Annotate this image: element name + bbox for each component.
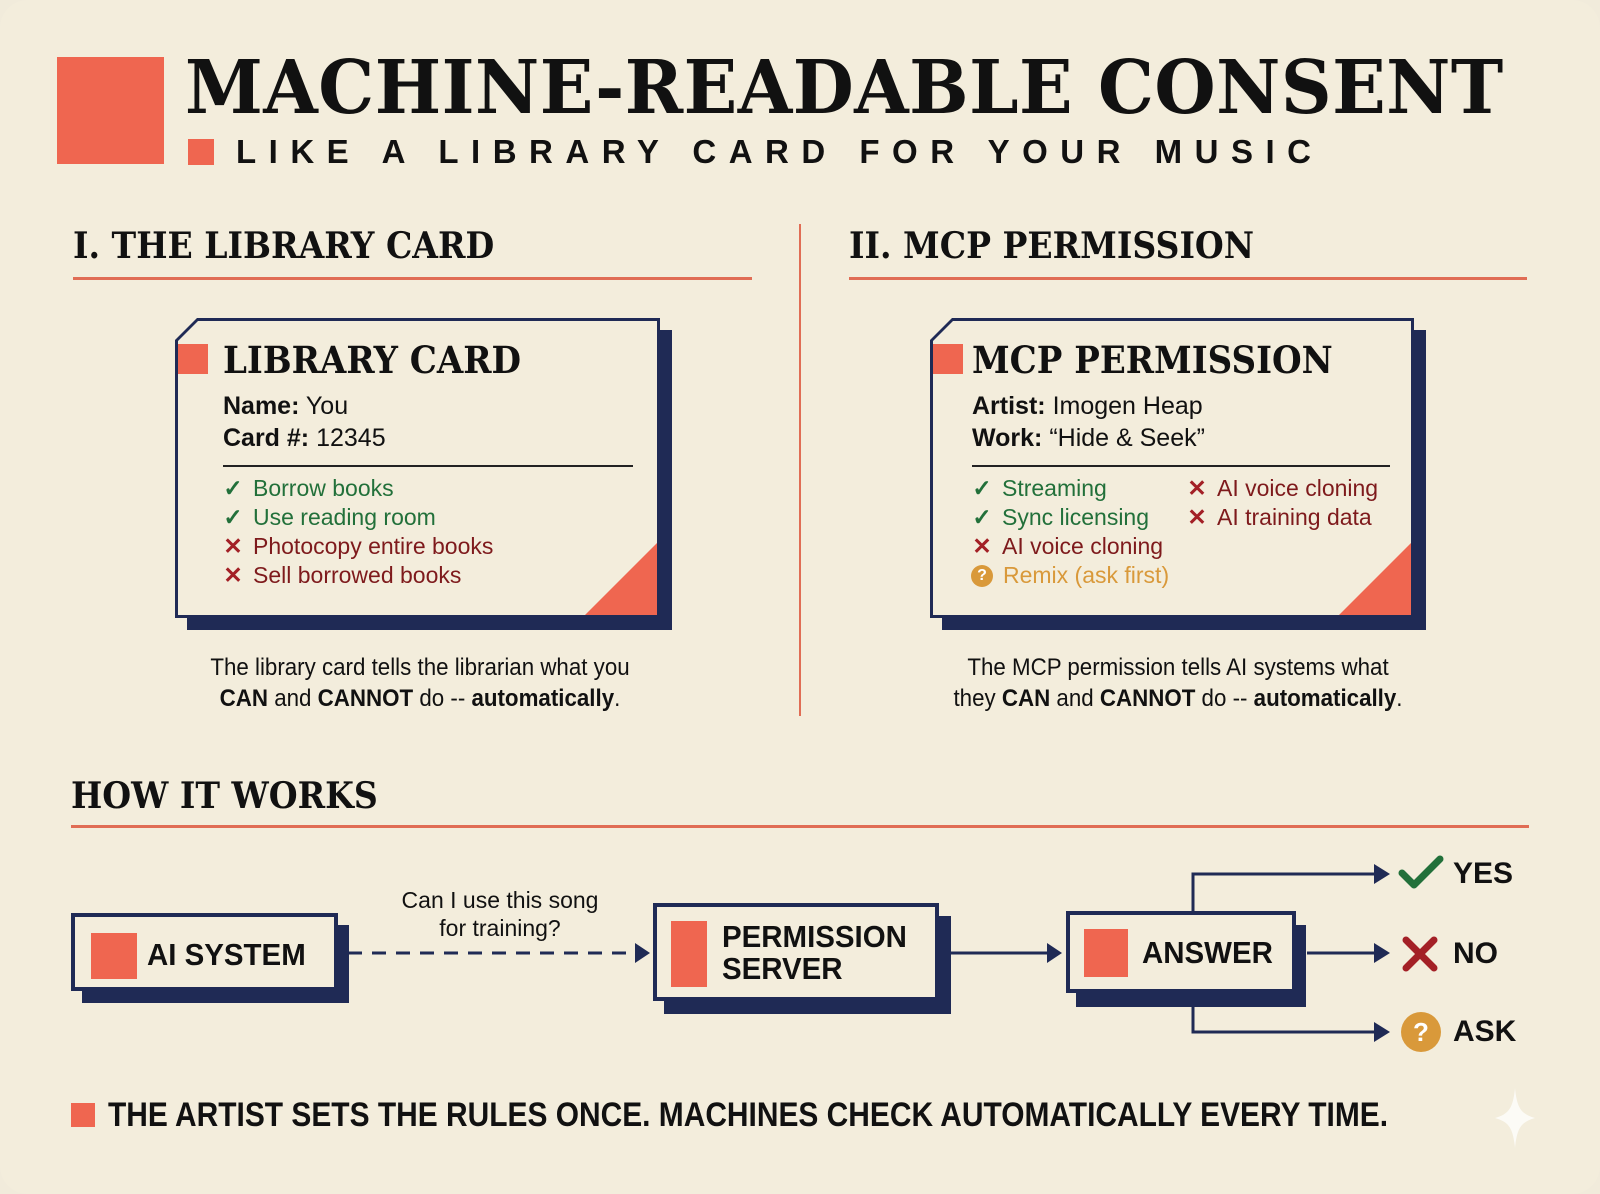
card-flag (178, 344, 208, 374)
question-icon: ? (1401, 1012, 1441, 1052)
check-icon: ✓ (972, 475, 992, 501)
card-title: MCP PERMISSION (972, 338, 1333, 382)
footer-tagline: THE ARTIST SETS THE RULES ONCE. MACHINES… (108, 1096, 1389, 1134)
permission-item: ✕Sell borrowed books (221, 561, 461, 590)
node-accent-block (1084, 929, 1128, 977)
question-icon: ? (971, 564, 993, 587)
section-rule (849, 277, 1527, 280)
node-accent-block (671, 921, 707, 987)
check-icon: ✓ (223, 475, 243, 501)
x-icon: ✕ (223, 562, 243, 588)
card-field-artist: Artist: Imogen Heap (972, 392, 1203, 420)
mcp-permission-card: MCP PERMISSION Artist: Imogen Heap Work:… (930, 318, 1426, 630)
check-icon: ✓ (972, 504, 992, 530)
sparkle-icon (1495, 1088, 1535, 1148)
section-library-card-title: I. THE LIBRARY CARD (73, 225, 495, 267)
outcome-ask: ASK (1453, 1015, 1517, 1048)
ai-system-node: AI SYSTEM (71, 913, 338, 991)
permission-item: ✓Borrow books (221, 474, 393, 503)
check-icon: ✓ (223, 504, 243, 530)
permission-item: ✓Use reading room (221, 503, 435, 532)
flow-question-label: Can I use this song for training? (401, 887, 599, 941)
card-flag (933, 344, 963, 374)
x-icon: ✕ (223, 533, 243, 559)
page-subtitle: LIKE A LIBRARY CARD FOR YOUR MUSIC (236, 133, 1324, 170)
card-divider (223, 465, 633, 467)
subtitle-accent-block (188, 139, 214, 165)
x-icon: ✕ (1187, 475, 1207, 501)
outcome-no: NO (1453, 937, 1498, 970)
permission-item: ✓Streaming (970, 474, 1106, 503)
section-rule (71, 825, 1529, 828)
footer-accent-block (71, 1103, 95, 1127)
card-title: LIBRARY CARD (223, 338, 522, 382)
permission-item: ✕Photocopy entire books (221, 532, 493, 561)
permission-server-node: PERMISSION SERVER (653, 903, 939, 1001)
permission-item: ✓Sync licensing (970, 503, 1149, 532)
section-mcp-permission-title: II. MCP PERMISSION (849, 225, 1255, 267)
page-title: MACHINE-READABLE CONSENT (185, 45, 1504, 131)
svg-text:?: ? (1413, 1017, 1429, 1047)
permission-item: ✕AI voice cloning (1185, 474, 1378, 503)
check-icon (1398, 855, 1444, 889)
section-rule (73, 277, 752, 280)
card-divider (972, 465, 1390, 467)
card-field-number: Card #: 12345 (223, 424, 386, 452)
permission-item: ✕AI voice cloning (970, 532, 1163, 561)
vertical-divider (799, 224, 801, 716)
permission-item: ✕AI training data (1185, 503, 1371, 532)
x-icon: ✕ (1187, 504, 1207, 530)
card-field-name: Name: You (223, 392, 349, 420)
node-accent-block (91, 933, 137, 979)
library-card-caption: The library card tells the librarian wha… (210, 654, 630, 712)
outcome-yes: YES (1453, 857, 1514, 890)
x-icon: ✕ (972, 533, 992, 559)
x-icon (1402, 936, 1438, 972)
how-it-works-title: HOW IT WORKS (71, 775, 378, 817)
card-field-work: Work: “Hide & Seek” (972, 424, 1205, 452)
answer-node: ANSWER (1066, 911, 1296, 993)
header-accent-block (57, 57, 164, 164)
mcp-permission-caption: The MCP permission tells AI systems what… (953, 654, 1403, 712)
library-card: LIBRARY CARD Name: You Card #: 12345 ✓Bo… (175, 318, 672, 630)
permission-item: ?Remix (ask first) (971, 561, 1169, 590)
